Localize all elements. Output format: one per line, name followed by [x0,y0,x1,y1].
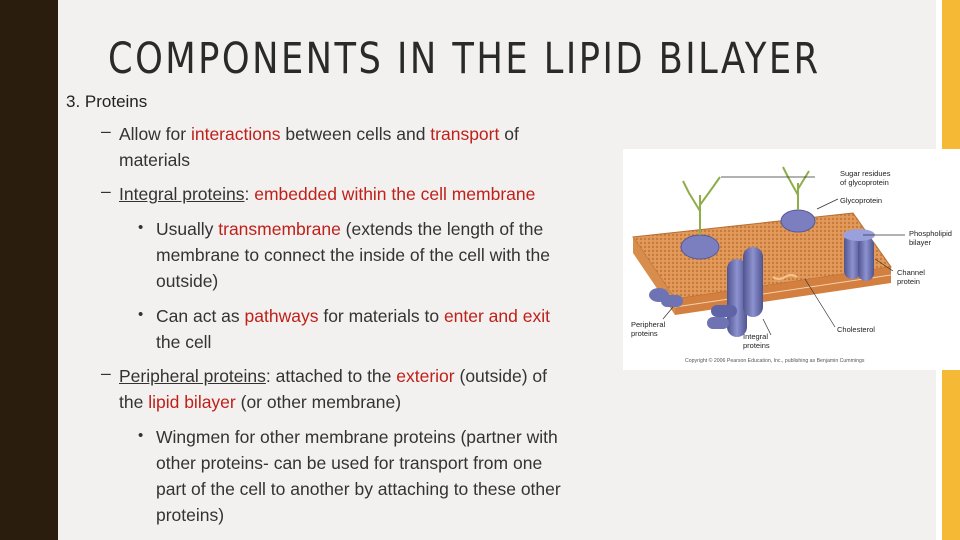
label-channel-line1: Channel [897,268,925,277]
membrane-diagram: Sugar residues of glycoprotein Glycoprot… [623,149,960,370]
glycoprotein-right [780,166,816,233]
bullet-peripheral-proteins-line1: Peripheral proteins: attached to the ext… [119,366,548,386]
slide-title: COMPONENTS IN THE LIPID BILAYER [108,34,821,84]
left-frame-stripe [0,0,58,540]
dash-bullet: – [101,181,111,201]
label-integral-line1: Integral [743,332,768,341]
dot-bullet: • [138,427,144,444]
label-sugar-residues-line2: of glycoprotein [840,178,889,187]
dot-bullet: • [138,219,144,236]
sub-bullet-transmembrane-line3: outside) [156,271,219,291]
figure-copyright: Copyright © 2006 Pearson Education, Inc.… [685,357,865,364]
sub-bullet-transmembrane-line1: Usually transmembrane (extends the lengt… [156,219,544,239]
label-sugar-residues-line1: Sugar residues [840,169,891,178]
channel-protein-shape [843,229,875,281]
sub-bullet-pathways-line1: Can act as pathways for materials to ent… [156,306,550,326]
dash-bullet: – [101,363,111,383]
bullet-peripheral-proteins-line2: the lipid bilayer (or other membrane) [119,392,402,412]
label-peripheral-line1: Peripheral [631,320,666,329]
section-heading: 3. Proteins [66,92,148,111]
bullet-interactions-line2: materials [119,150,190,170]
glycoprotein-left [680,176,721,260]
sub-bullet-transmembrane-line2: membrane to connect the inside of the ce… [156,245,550,265]
label-glycoprotein: Glycoprotein [840,196,882,205]
integral-protein-shape [707,247,763,337]
label-cholesterol: Cholesterol [837,325,875,334]
label-phospholipid-line1: Phospholipid [909,229,952,238]
sub-bullet-wingmen-line1: Wingmen for other membrane proteins (par… [156,427,558,447]
sub-bullet-pathways-line2: the cell [156,332,212,352]
label-phospholipid-line2: bilayer [909,238,932,247]
dot-bullet: • [138,306,144,323]
peripheral-protein-shape [649,288,683,307]
sub-bullet-wingmen-line4: proteins) [156,505,225,525]
cholesterol-shape [772,274,798,280]
sub-bullet-wingmen-line3: part of the cell to another by attaching… [156,479,561,499]
label-leader-lines [662,176,905,336]
label-channel-line2: protein [897,277,920,286]
sub-bullet-wingmen-line2: other proteins- can be used for transpor… [156,453,543,473]
bullet-interactions-line1: Allow for interactions between cells and… [119,124,519,144]
dash-bullet: – [101,121,111,141]
label-peripheral-line2: proteins [631,329,658,338]
bullet-integral-proteins: Integral proteins: embedded within the c… [119,184,536,204]
label-integral-line2: proteins [743,341,770,350]
